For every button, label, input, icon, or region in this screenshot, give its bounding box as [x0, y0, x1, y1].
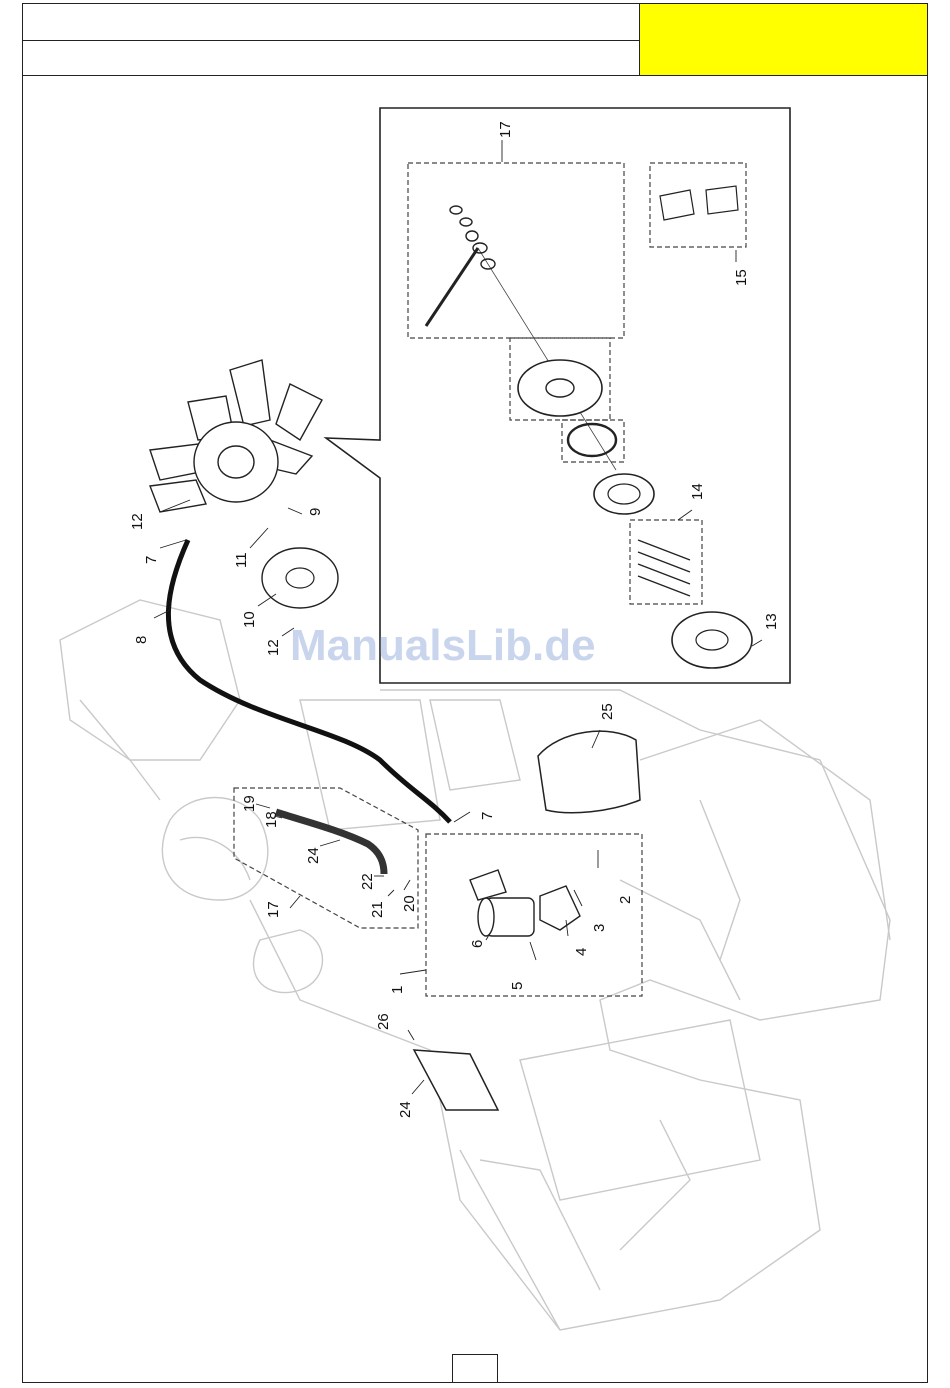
callout-12: 12	[265, 639, 282, 656]
callout-9: 8	[133, 636, 150, 644]
bracket-25	[414, 1050, 498, 1110]
callout-10: 10	[241, 611, 258, 628]
machine-outline	[60, 600, 890, 1330]
starter-motor	[470, 870, 580, 936]
group-18-box	[234, 788, 418, 928]
callout-20: 19	[241, 795, 258, 812]
page-number-box	[452, 1354, 498, 1383]
callout-16: 15	[733, 269, 750, 286]
callout-6: 6	[469, 940, 486, 948]
callout-15: 14	[689, 483, 706, 500]
watermark: ManualsLib.de	[290, 621, 596, 670]
callout-4: 4	[573, 948, 590, 956]
callout-26: 25	[599, 703, 616, 720]
callout-7-top: 7	[143, 556, 160, 564]
callout-21: 20	[401, 895, 418, 912]
callout-1: 1	[389, 986, 406, 994]
callout-24: 24	[305, 847, 322, 864]
cover-26	[538, 731, 640, 813]
detail-inset	[326, 108, 790, 683]
callout-18: 17	[265, 901, 282, 918]
callout-3: 3	[591, 924, 608, 932]
callout-22: 21	[369, 901, 386, 918]
callout-7-bottom: 7	[479, 812, 496, 820]
callout-19: 18	[263, 811, 280, 828]
callout-8: 9	[307, 508, 324, 516]
fan-assembly	[150, 360, 322, 512]
callout-17: 17	[497, 121, 514, 138]
callout-25: 24	[397, 1101, 414, 1118]
callout-14: 13	[763, 613, 780, 630]
callout-27: 26	[375, 1013, 392, 1030]
callout-2: 2	[617, 896, 634, 904]
callout-23: 22	[359, 873, 376, 890]
callout-13: 12	[129, 513, 146, 530]
fan-spacer-plate	[262, 548, 338, 608]
callout-11: 11	[233, 552, 250, 568]
callout-5: 5	[509, 982, 526, 990]
